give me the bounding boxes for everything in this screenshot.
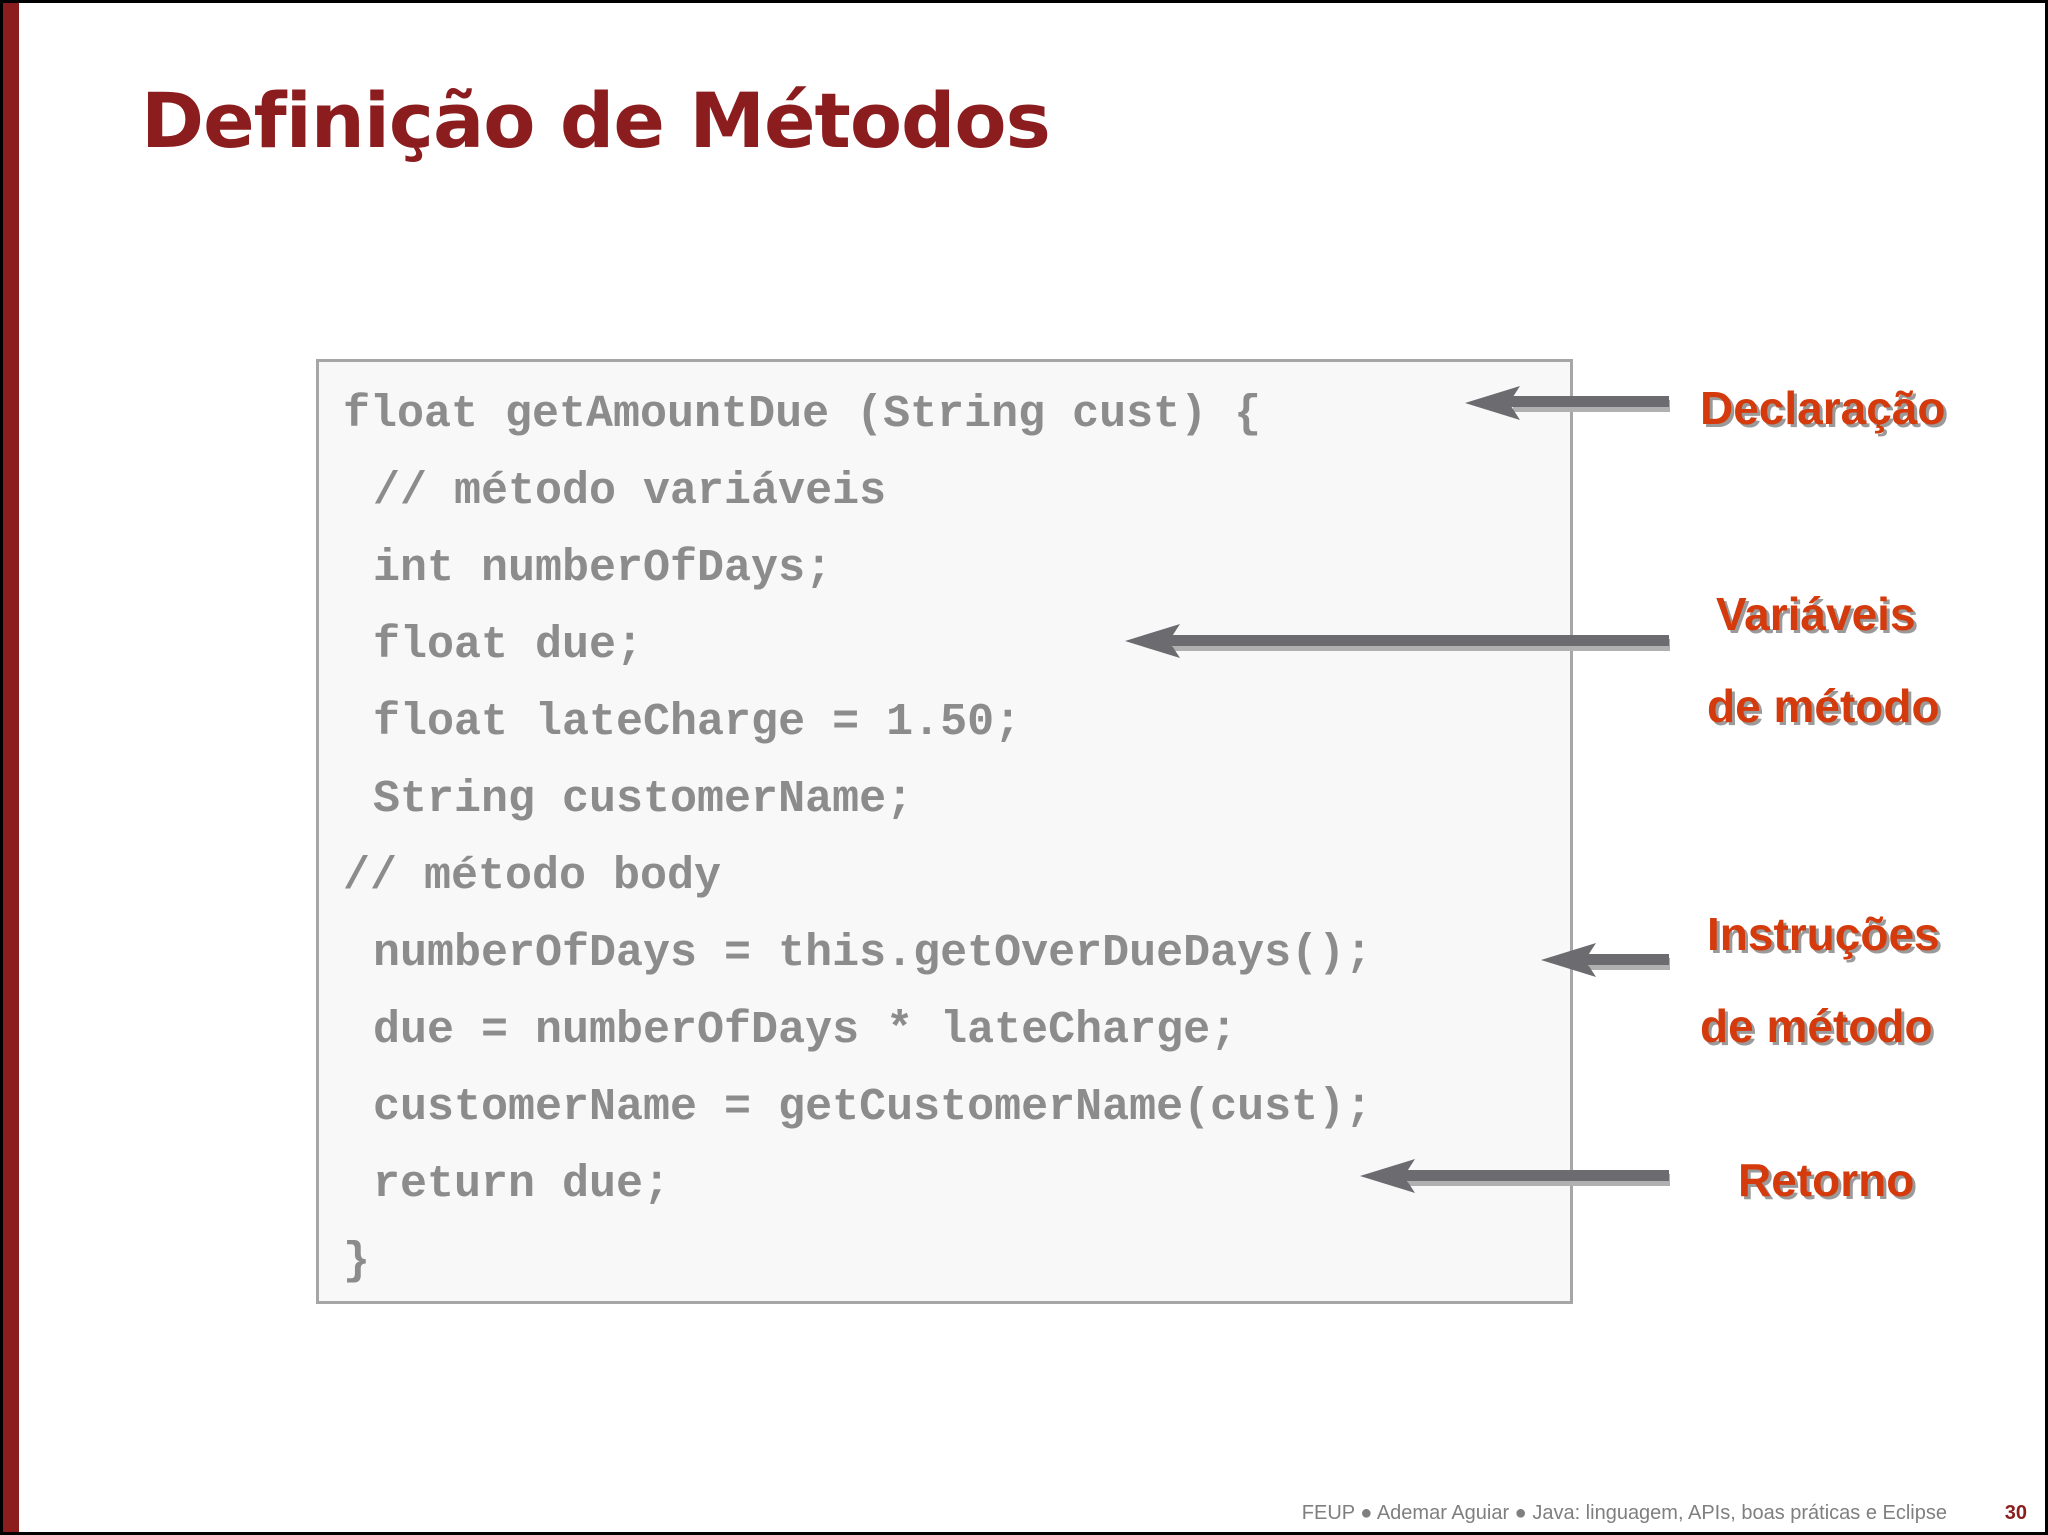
label-instrucoes-de-metodo: de método — [1700, 1000, 1933, 1052]
arrow-variaveis-icon — [1125, 624, 1670, 658]
code-line: float lateCharge = 1.50; — [373, 697, 1022, 748]
code-line-return: return due; — [373, 1159, 671, 1210]
code-line-closing-brace: } — [343, 1236, 371, 1287]
code-line-comment-body: // método body — [343, 851, 722, 902]
label-instrucoes: Instruções — [1707, 908, 1940, 960]
arrow-declaracao-icon — [1465, 386, 1670, 420]
code-line: int numberOfDays; — [373, 543, 833, 594]
accent-bar — [3, 3, 19, 1532]
code-line: numberOfDays = this.getOverDueDays(); — [373, 928, 1373, 979]
code-line: customerName = getCustomerName(cust); — [373, 1082, 1373, 1133]
annotation-arrows — [1125, 386, 1670, 1193]
label-variaveis-de-metodo: de método — [1707, 680, 1940, 732]
arrow-retorno-icon — [1360, 1159, 1670, 1193]
code-block: float getAmountDue (String cust) { // mé… — [316, 359, 1573, 1304]
footer-text: FEUP ● Ademar Aguiar ● Java: linguagem, … — [1301, 1502, 1947, 1524]
code-line: String customerName; — [373, 774, 914, 825]
arrow-instrucoes-icon — [1541, 943, 1670, 977]
label-variaveis: Variáveis — [1716, 588, 1916, 640]
code-line-declaration: float getAmountDue (String cust) { — [343, 389, 1262, 440]
code-line: float due; — [373, 620, 644, 671]
code-line-comment-variables: // método variáveis — [373, 466, 887, 517]
label-retorno: Retorno — [1738, 1154, 1915, 1206]
label-declaracao: Declaração — [1700, 382, 1946, 434]
slide-title: Definição de Métodos — [141, 76, 1051, 165]
code-line: due = numberOfDays * lateCharge; — [373, 1005, 1238, 1056]
page-number: 30 — [2004, 1502, 2027, 1524]
